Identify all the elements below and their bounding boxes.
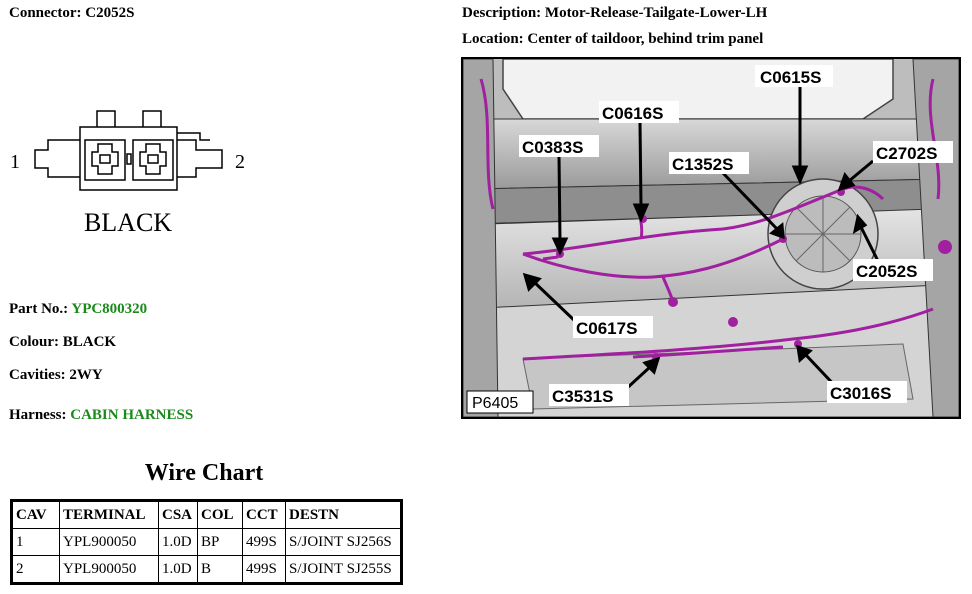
- photo-reference: P6405: [472, 395, 518, 412]
- cavities-label: Cavities:: [9, 367, 66, 383]
- cell-destn: S/JOINT SJ255S: [285, 555, 402, 584]
- harness-line: Harness: CABIN HARNESS: [9, 407, 193, 424]
- callout-c3531s: C3531S: [552, 387, 613, 406]
- location-line: Location: Center of taildoor, behind tri…: [462, 31, 763, 48]
- table-row: 1 YPL900050 1.0D BP 499S S/JOINT SJ256S: [11, 528, 402, 556]
- cell-cct: 499S: [242, 528, 286, 556]
- location-illustration: C0615S C0616S C0383S C1352S C2702S C2052…: [463, 59, 959, 417]
- colour-line: Colour: BLACK: [9, 334, 116, 351]
- table-header-row: CAV TERMINAL CSA COL CCT DESTN: [11, 500, 402, 529]
- location-photo: C0615S C0616S C0383S C1352S C2702S C2052…: [461, 57, 961, 419]
- callout-c0615s: C0615S: [760, 68, 821, 87]
- column-header-terminal: TERMINAL: [59, 500, 159, 529]
- connector-label: Connector:: [9, 5, 82, 21]
- wire-chart-title: Wire Chart: [144, 460, 264, 486]
- harness-link[interactable]: CABIN HARNESS: [70, 407, 194, 423]
- cell-cav: 2: [11, 555, 60, 584]
- description-value: Motor-Release-Tailgate-Lower-LH: [544, 5, 768, 21]
- callout-c2702s: C2702S: [876, 144, 937, 163]
- cell-terminal: YPL900050: [59, 555, 159, 584]
- cavities-line: Cavities: 2WY: [9, 367, 103, 384]
- cell-terminal: YPL900050: [59, 528, 159, 556]
- column-header-col: COL: [197, 500, 243, 529]
- colour-label: Colour:: [9, 334, 59, 350]
- callout-c1352s: C1352S: [672, 155, 733, 174]
- callout-c0616s: C0616S: [602, 104, 663, 123]
- connector-face-drawing: 1 2 BLACK: [10, 110, 245, 237]
- column-header-cav: CAV: [11, 500, 60, 529]
- cell-cav: 1: [11, 528, 60, 556]
- connector-value: C2052S: [85, 5, 135, 21]
- location-label: Location:: [462, 31, 524, 47]
- callout-c0617s: C0617S: [576, 319, 637, 338]
- location-value: Center of taildoor, behind trim panel: [527, 31, 764, 47]
- connector-color-label: BLACK: [84, 208, 172, 237]
- connector-line: Connector: C2052S: [9, 5, 134, 22]
- column-header-csa: CSA: [158, 500, 198, 529]
- cavities-value: 2WY: [69, 367, 103, 383]
- table-row: 2 YPL900050 1.0D B 499S S/JOINT SJ255S: [11, 555, 402, 584]
- cell-destn: S/JOINT SJ256S: [285, 528, 402, 556]
- wire-chart-table: CAV TERMINAL CSA COL CCT DESTN 1 YPL9000…: [10, 499, 403, 585]
- pin-1-label: 1: [10, 151, 20, 173]
- callout-c2052s: C2052S: [856, 262, 917, 281]
- cell-csa: 1.0D: [158, 555, 198, 584]
- callout-c3016s: C3016S: [830, 384, 891, 403]
- description-label: Description:: [462, 5, 542, 21]
- part-no-link[interactable]: YPC800320: [71, 301, 148, 317]
- callout-c0383s: C0383S: [522, 138, 583, 157]
- description-line: Description: Motor-Release-Tailgate-Lowe…: [462, 5, 767, 22]
- part-no-label: Part No.:: [9, 301, 69, 317]
- column-header-cct: CCT: [242, 500, 286, 529]
- cell-cct: 499S: [242, 555, 286, 584]
- column-header-destn: DESTN: [285, 500, 402, 529]
- part-no-line: Part No.: YPC800320: [9, 301, 147, 318]
- colour-value: BLACK: [62, 334, 117, 350]
- cell-col: BP: [197, 528, 243, 556]
- cell-csa: 1.0D: [158, 528, 198, 556]
- pin-2-label: 2: [235, 151, 245, 173]
- harness-label: Harness:: [9, 407, 67, 423]
- cell-col: B: [197, 555, 243, 584]
